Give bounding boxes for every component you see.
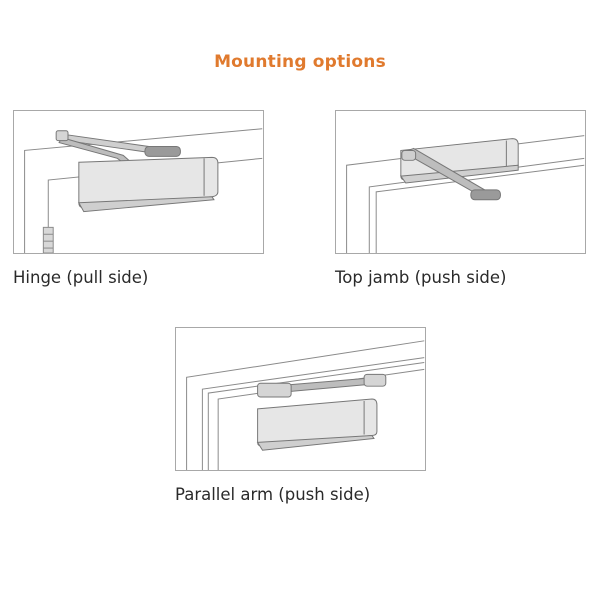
top-jamb-caption: Top jamb (push side) xyxy=(335,268,507,287)
parallel-arm-caption: Parallel arm (push side) xyxy=(175,485,371,504)
hinge-illustration xyxy=(13,110,264,254)
door-closer-top-jamb-icon xyxy=(346,135,585,253)
door-closer-parallel-arm-icon xyxy=(186,340,425,470)
parallel-arm-illustration xyxy=(175,327,426,471)
door-closer-hinge-icon xyxy=(24,128,263,253)
hinge-caption: Hinge (pull side) xyxy=(13,268,149,287)
top-jamb-illustration xyxy=(335,110,586,254)
page-title: Mounting options xyxy=(214,52,386,72)
